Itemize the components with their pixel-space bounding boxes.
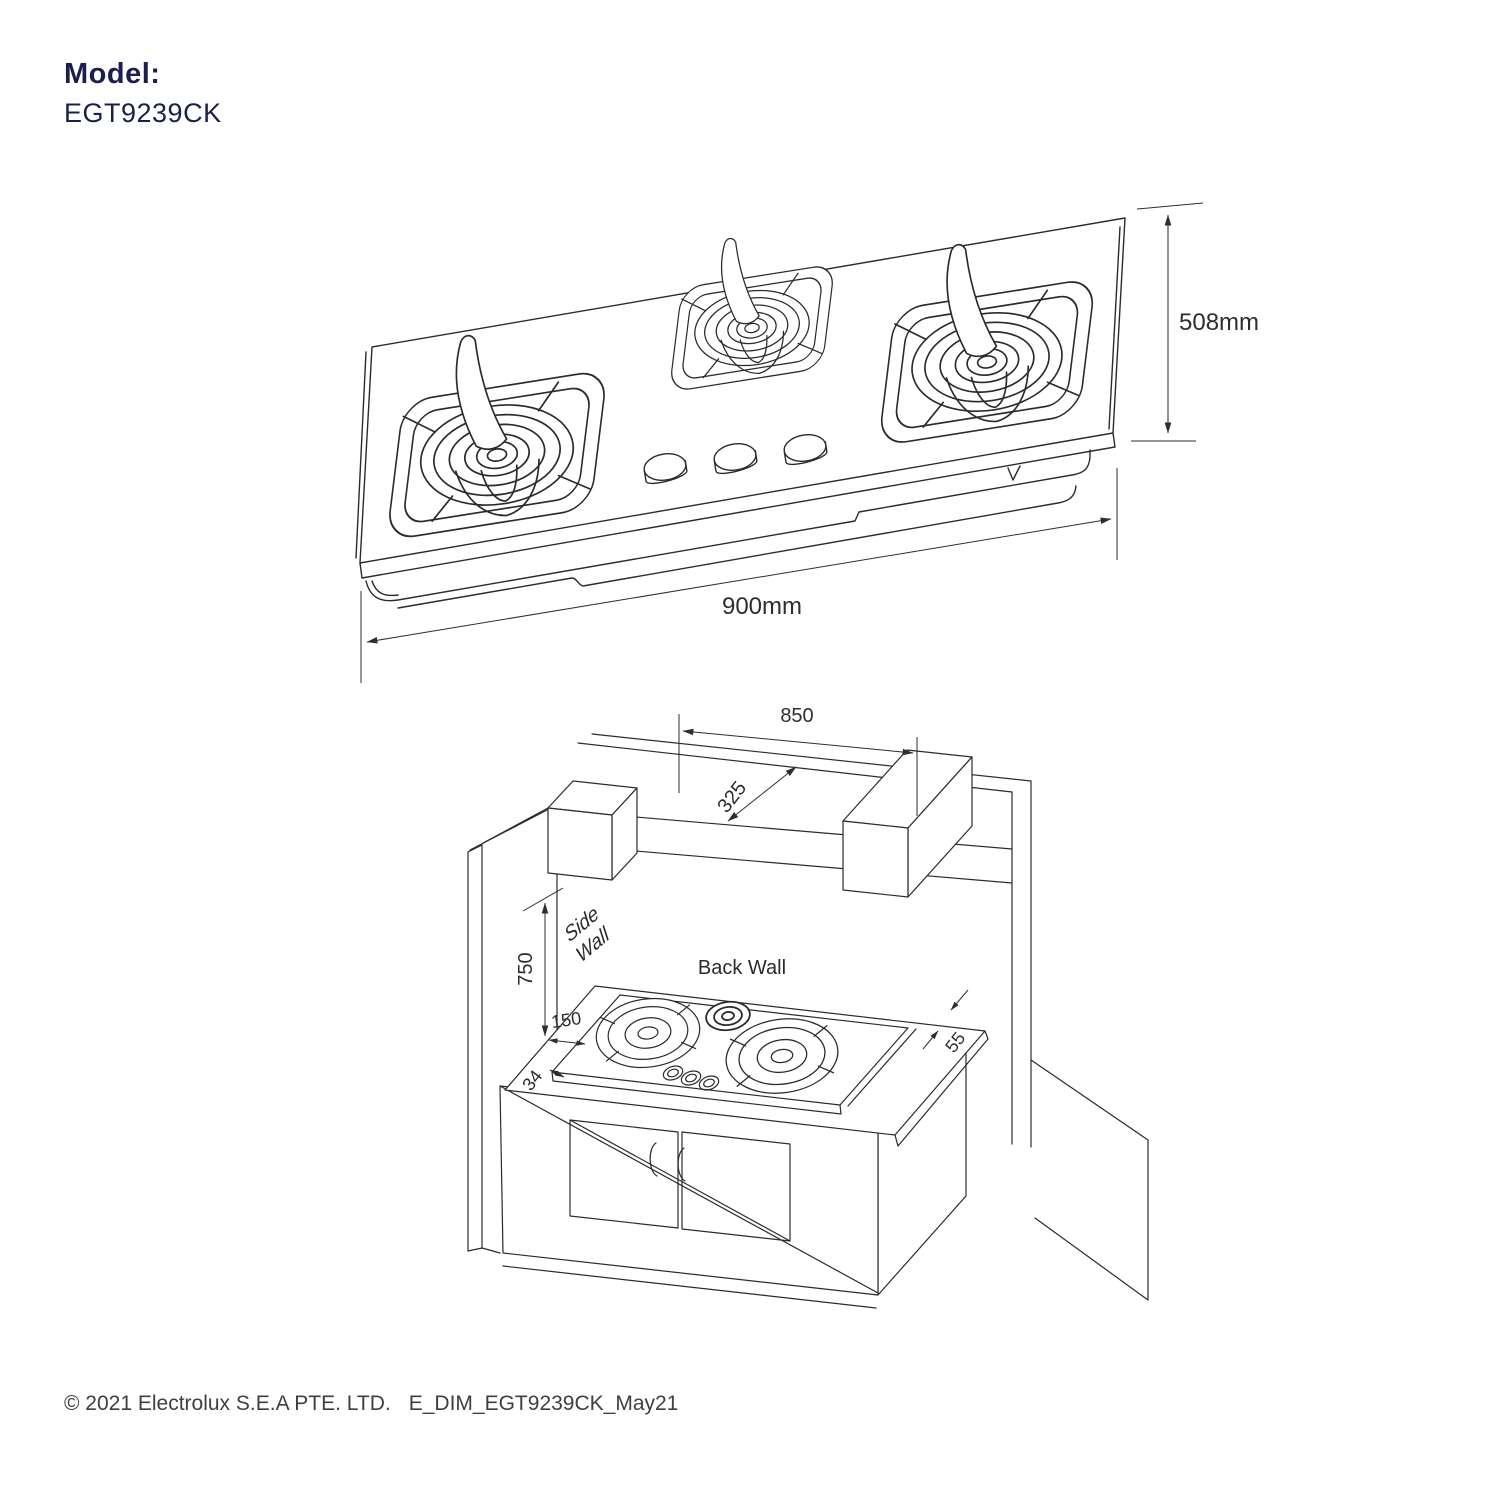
door-handle-right (677, 1147, 686, 1182)
dim-150-label: 150 (550, 1008, 583, 1032)
hob-isometric-drawing: 900mm 508mm (355, 202, 1259, 683)
dim-850-label: 850 (780, 705, 813, 727)
header: Model: EGT9239CK (64, 58, 222, 129)
dim-508mm-label: 508mm (1179, 309, 1259, 336)
dim-325-label: 325 (713, 777, 751, 817)
document-id: E_DIM_EGT9239CK_May21 (408, 1392, 679, 1415)
side-wall-panel (467, 844, 501, 1254)
hood-box-right (842, 749, 973, 898)
installed-burner-small (705, 1000, 751, 1032)
footer: © 2021 Electrolux S.E.A PTE. LTD. E_DIM_E… (64, 1392, 696, 1416)
door-handle-left (649, 1142, 658, 1177)
dim-900mm-label: 900mm (722, 593, 802, 620)
model-number: EGT9239CK (64, 98, 222, 128)
installed-knobs (662, 1065, 720, 1091)
installation-drawing: 850 325 750 Side Wall Back Wall (467, 705, 1149, 1309)
dim-750-label: 750 (515, 952, 537, 985)
model-label: Model: (64, 58, 161, 90)
right-wall-panel (1030, 1059, 1149, 1301)
cabinet-door-left (569, 1119, 679, 1229)
back-wall-label: Back Wall (698, 957, 786, 979)
copyright-text: © 2021 Electrolux S.E.A PTE. LTD. (64, 1392, 391, 1415)
installed-hob (551, 991, 917, 1115)
hood-box-left (547, 780, 638, 881)
